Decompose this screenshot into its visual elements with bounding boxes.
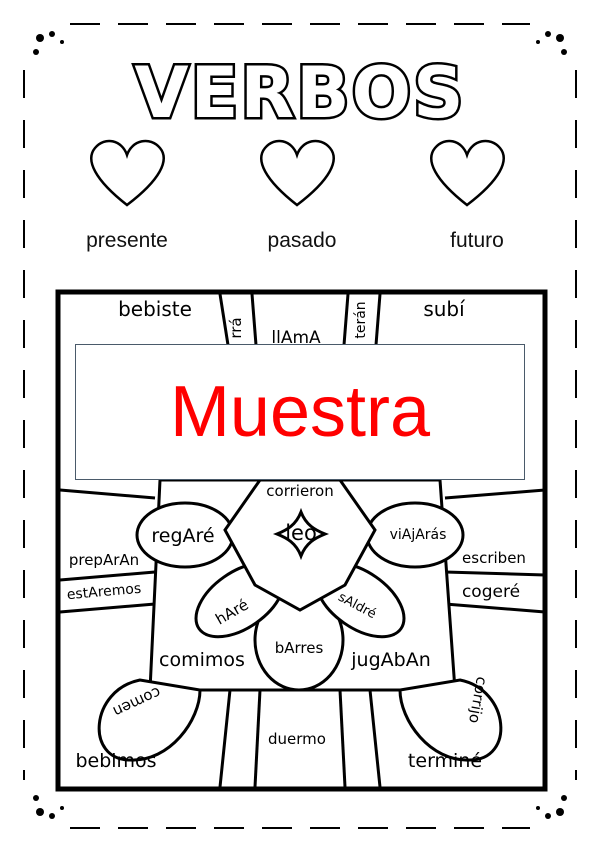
watermark-text: Muestra: [169, 372, 431, 452]
word-preparan: prepArAn: [68, 551, 140, 569]
sample-watermark: Muestra: [75, 344, 525, 480]
word-subi: subí: [423, 297, 465, 321]
heart-icon: [430, 139, 505, 207]
heart-icon: [90, 139, 165, 207]
category-label-pasado: pasado: [267, 229, 337, 252]
category-label-presente: presente: [86, 229, 168, 252]
word-termine: terminé: [407, 750, 483, 772]
word-escriben: escriben: [462, 549, 526, 567]
page-title: VERBOS: [132, 50, 466, 137]
word-bebimos: bebimos: [75, 750, 157, 772]
word-llama: llAmA: [271, 328, 321, 348]
word-comimos: comimos: [159, 649, 245, 671]
category-label-futuro: futuro: [450, 229, 504, 252]
corner-dots: [33, 31, 567, 819]
word-cogere: cogeré: [461, 582, 521, 602]
word-bebiste: bebiste: [118, 297, 192, 321]
page-border: [23, 23, 577, 829]
word-barres: bArres: [274, 639, 324, 657]
word-duermo: duermo: [268, 730, 326, 748]
word-regare: regAré: [151, 525, 215, 547]
heart-icon: [260, 139, 335, 207]
word-teran: terán: [353, 301, 369, 339]
coloring-shapes: [59, 293, 546, 788]
word-viajaras: viAjArás: [389, 527, 447, 543]
word-jugaban: jugAbAn: [351, 649, 431, 671]
word-leo: leo: [285, 521, 317, 545]
word-corrieron: corrieron: [266, 482, 334, 500]
word-rra: rrá: [227, 317, 245, 339]
